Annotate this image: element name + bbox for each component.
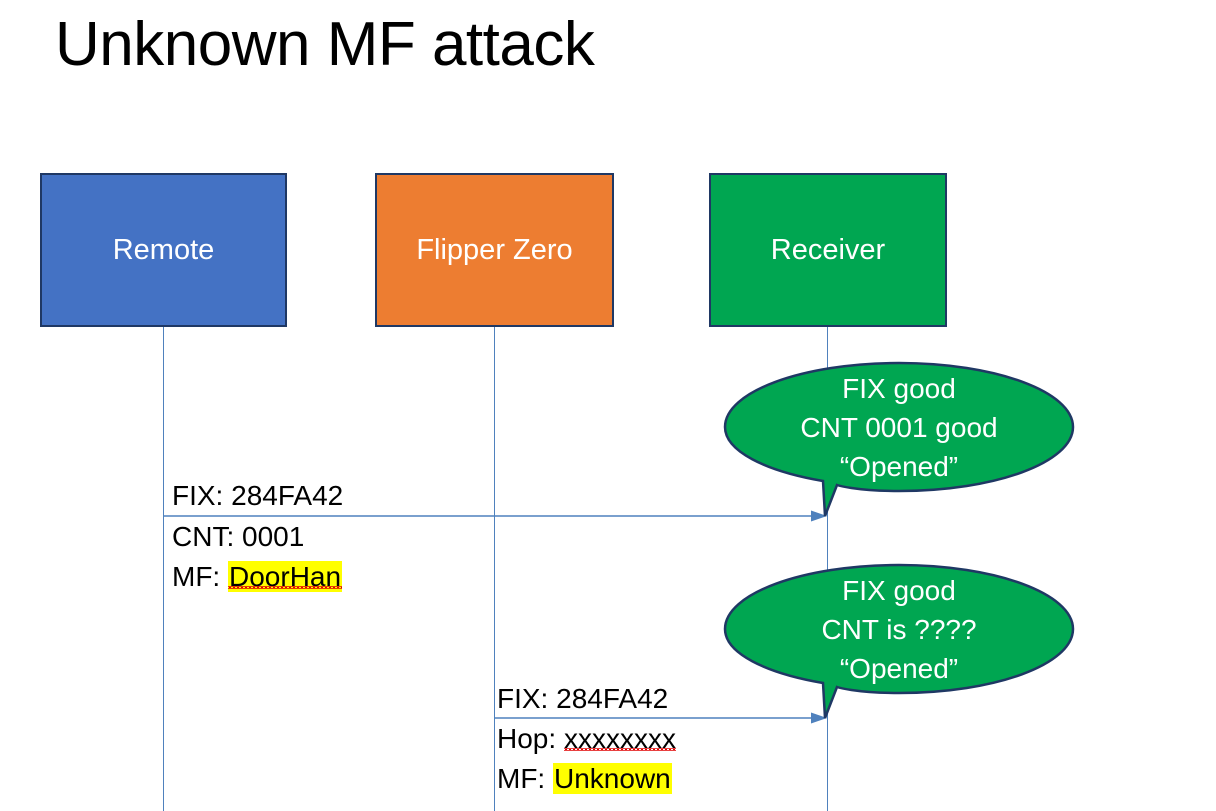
lifeline-receiver [827, 327, 828, 811]
message-label-value: 0001 [242, 521, 305, 552]
message-label-hop-flipper: Hop: xxxxxxxx [497, 719, 676, 759]
actor-box-receiver[interactable]: Receiver [709, 173, 947, 327]
callout-bubble-first[interactable]: FIX good CNT 0001 good “Opened” [723, 361, 1075, 517]
message-label-prefix: MF: [497, 763, 553, 794]
message-label-fix-flipper: FIX: 284FA42 [497, 679, 668, 719]
message-label-value-highlighted: Unknown [553, 763, 672, 794]
page-title: Unknown MF attack [55, 10, 595, 79]
actor-box-remote[interactable]: Remote [40, 173, 287, 327]
actor-label-flipper: Flipper Zero [416, 233, 573, 266]
message-label-value: xxxxxxxx [563, 723, 676, 754]
message-label-value-highlighted: DoorHan [228, 561, 343, 592]
callout-shape-icon [723, 563, 1075, 719]
callout-shape-icon [723, 361, 1075, 517]
arrow-head-icon [811, 510, 827, 522]
message-label-prefix: FIX: [172, 480, 232, 511]
arrow-head-icon [811, 712, 827, 724]
message-label-value: 284FA42 [556, 683, 669, 714]
message-arrow-remote-to-receiver [163, 510, 828, 522]
actor-box-flipper[interactable]: Flipper Zero [375, 173, 614, 327]
lifeline-flipper [494, 327, 495, 811]
message-label-prefix: Hop: [497, 723, 564, 754]
callout-bubble-second[interactable]: FIX good CNT is ???? “Opened” [723, 563, 1075, 719]
message-label-fix-remote: FIX: 284FA42 [172, 476, 343, 516]
message-label-prefix: MF: [172, 561, 228, 592]
actor-label-remote: Remote [112, 233, 215, 266]
lifeline-remote [163, 327, 164, 811]
message-label-value: 284FA42 [231, 480, 344, 511]
message-label-prefix: CNT: [172, 521, 242, 552]
actor-label-receiver: Receiver [770, 233, 886, 266]
message-arrow-flipper-to-receiver [494, 712, 828, 724]
message-label-mf-remote: MF: DoorHan [172, 557, 343, 597]
message-label-mf-flipper: MF: Unknown [497, 759, 672, 799]
message-label-prefix: FIX: [497, 683, 557, 714]
message-label-cnt-remote: CNT: 0001 [172, 517, 304, 557]
